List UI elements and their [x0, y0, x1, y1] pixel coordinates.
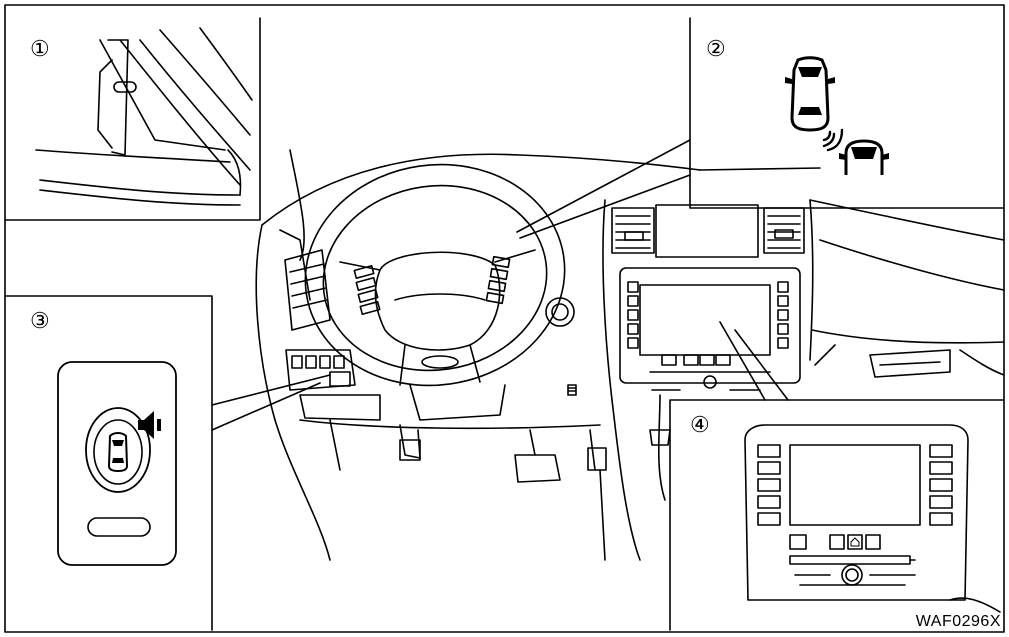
- callout-1-label: ①: [30, 36, 50, 61]
- callout-2-label: ②: [706, 36, 726, 61]
- signal-waves-icon: [822, 128, 844, 152]
- warning-switch-icon: [107, 432, 129, 473]
- callout-1-panel: [4, 17, 261, 221]
- callout-2-panel: [516, 17, 1005, 239]
- car-front-view-icon: [839, 139, 889, 175]
- car-top-view-icon: [785, 56, 835, 132]
- figure-border: [4, 4, 1005, 633]
- callout-3-label: ③: [30, 308, 50, 333]
- dashboard-drawing: [255, 149, 1005, 561]
- speaker-icon: [138, 411, 161, 439]
- figure-code: WAF0296X: [915, 613, 1001, 630]
- home-button-icon: [850, 537, 860, 547]
- callout-4-label: ④: [690, 412, 710, 437]
- callout-3-panel: [4, 295, 331, 631]
- callout-4-panel: [669, 321, 1005, 631]
